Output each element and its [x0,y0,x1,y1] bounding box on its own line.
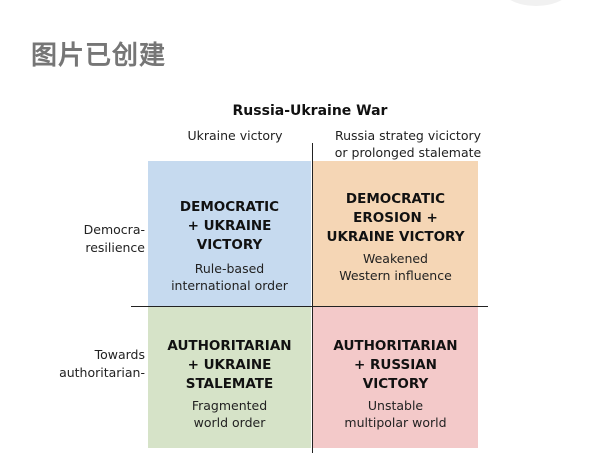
row-label-democratic-resilience: Democra- resilience [84,221,145,257]
quadrant-title-line: AUTHORITARIAN [333,338,458,354]
quadrant-sub-line: world order [193,415,266,430]
column-label-ukraine-victory: Ukraine victory [160,127,310,144]
row-label-towards-authoritarian: Towards authoritarian- [59,346,145,382]
quadrant-sub-line: Unstable [367,398,424,413]
quadrant-title-line: VICTORY [362,376,429,392]
quadrant-title-line: AUTHORITARIAN [167,338,292,354]
quadrant-title-line: + UKRAINE [187,218,272,234]
quadrant-sub-line: international order [171,278,288,293]
quadrant-bottom-left: AUTHORITARIAN + UKRAINE STALEMATE Fragme… [148,307,311,448]
quadrant-top-right-subtitle: Weakened Western influence [313,250,478,284]
quadrant-sub-line: Western influence [339,268,452,283]
vertical-axis-line [312,143,313,453]
quadrant-top-left-title: DEMOCRATIC + UKRAINE VICTORY [148,198,311,255]
column-label-russia-victory: Russia strateg vicictory or prolonged st… [313,127,503,161]
quadrant-sub-line: multipolar world [344,415,447,430]
corner-decoration [500,0,572,6]
quadrant-title-line: UKRAINE VICTORY [326,229,465,245]
quadrant-top-left: DEMOCRATIC + UKRAINE VICTORY Rule-based … [148,161,311,307]
column-label-right-line1: Russia strateg vicictory [334,128,482,143]
quadrant-title-line: EROSION + [353,210,438,226]
quadrant-sub-line: Rule-based [194,261,265,276]
row-label-top-line2: resilience [85,240,145,255]
quadrant-bottom-left-title: AUTHORITARIAN + UKRAINE STALEMATE [148,337,311,394]
page-title: 图片已创建 [31,41,167,71]
quadrant-title-line: + UKRAINE [187,357,272,373]
quadrant-bottom-right-subtitle: Unstable multipolar world [313,397,478,431]
quadrant-title-line: STALEMATE [185,376,274,392]
row-label-top-line1: Democra- [83,222,145,237]
quadrant-title-line: DEMOCRATIC [179,199,280,215]
quadrant-top-right-title: DEMOCRATIC EROSION + UKRAINE VICTORY [313,190,478,247]
quadrant-top-right: DEMOCRATIC EROSION + UKRAINE VICTORY Wea… [313,161,478,307]
diagram-title: Russia-Ukraine War [232,103,388,119]
horizontal-axis-line [131,306,488,307]
quadrant-bottom-right-title: AUTHORITARIAN + RUSSIAN VICTORY [313,337,478,394]
quadrant-bottom-right: AUTHORITARIAN + RUSSIAN VICTORY Unstable… [313,307,478,448]
row-label-bottom-line1: Towards [94,347,145,362]
quadrant-title-line: VICTORY [196,237,263,253]
row-label-bottom-line2: authoritarian- [59,365,145,380]
quadrant-top-left-subtitle: Rule-based international order [148,260,311,294]
quadrant-bottom-left-subtitle: Fragmented world order [148,397,311,431]
quadrant-sub-line: Fragmented [191,398,268,413]
column-label-left-text: Ukraine victory [187,128,283,143]
column-label-right-line2: or prolonged stalemate [334,145,482,160]
quadrant-title-line: + RUSSIAN [354,357,437,373]
quadrant-sub-line: Weakened [362,251,428,266]
quadrant-title-line: DEMOCRATIC [345,191,446,207]
